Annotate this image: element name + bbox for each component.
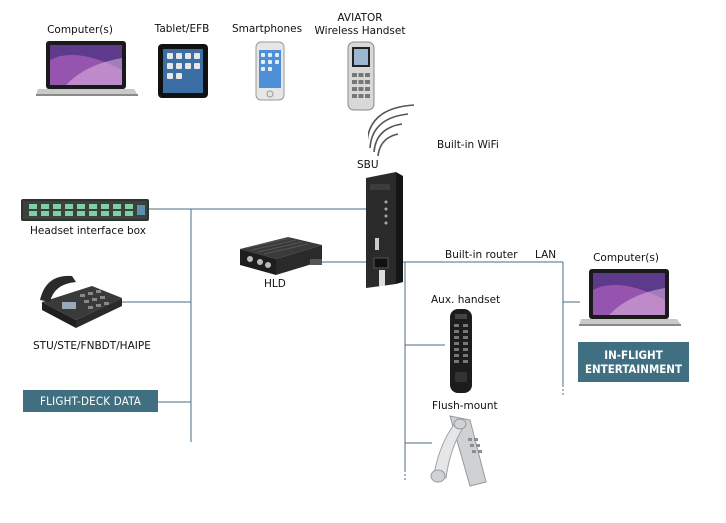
lan-label: LAN xyxy=(535,249,557,261)
built-in-wifi-label: Built-in WiFi xyxy=(437,139,499,151)
wifi-icon xyxy=(368,104,415,157)
tablet-label: Tablet/EFB xyxy=(154,23,210,35)
aux-handset-icon xyxy=(450,309,472,393)
flush-mount-label: Flush-mount xyxy=(432,400,498,412)
computer-right-label: Computer(s) xyxy=(593,252,659,264)
sbu-unit xyxy=(366,172,403,288)
in-flight-line-2: ENTERTAINMENT xyxy=(584,362,683,376)
aviator-label-1: AVIATOR xyxy=(337,12,383,24)
smartphones-label: Smartphones xyxy=(231,23,303,35)
headset-box-label: Headset interface box xyxy=(30,225,146,237)
smartphone-icon xyxy=(255,41,285,101)
hld-label: HLD xyxy=(264,278,286,290)
stu-label: STU/STE/FNBDT/HAIPE xyxy=(33,340,151,352)
aux-handset-label: Aux. handset xyxy=(431,294,501,306)
aviator-label-2: Wireless Handset xyxy=(314,25,406,37)
computer-label: Computer(s) xyxy=(47,24,113,36)
in-flight-entertainment-box: IN-FLIGHT ENTERTAINMENT xyxy=(578,342,689,382)
flush-mount-handset-icon xyxy=(430,415,487,487)
headset-interface-box xyxy=(21,199,149,221)
built-in-router-label: Built-in router xyxy=(445,249,518,261)
hld-unit xyxy=(240,237,322,275)
stu-desk-phone-icon xyxy=(40,275,122,328)
in-flight-line-1: IN-FLIGHT xyxy=(604,348,663,362)
aviator-handset-icon xyxy=(347,41,375,111)
sbu-label: SBU xyxy=(357,159,379,171)
flight-deck-data-box: FLIGHT-DECK DATA xyxy=(23,390,158,412)
laptop-right-icon xyxy=(579,269,681,326)
laptop-top-icon xyxy=(36,41,138,96)
tablet-icon xyxy=(158,44,208,98)
flight-deck-data-text: FLIGHT-DECK DATA xyxy=(39,394,141,408)
